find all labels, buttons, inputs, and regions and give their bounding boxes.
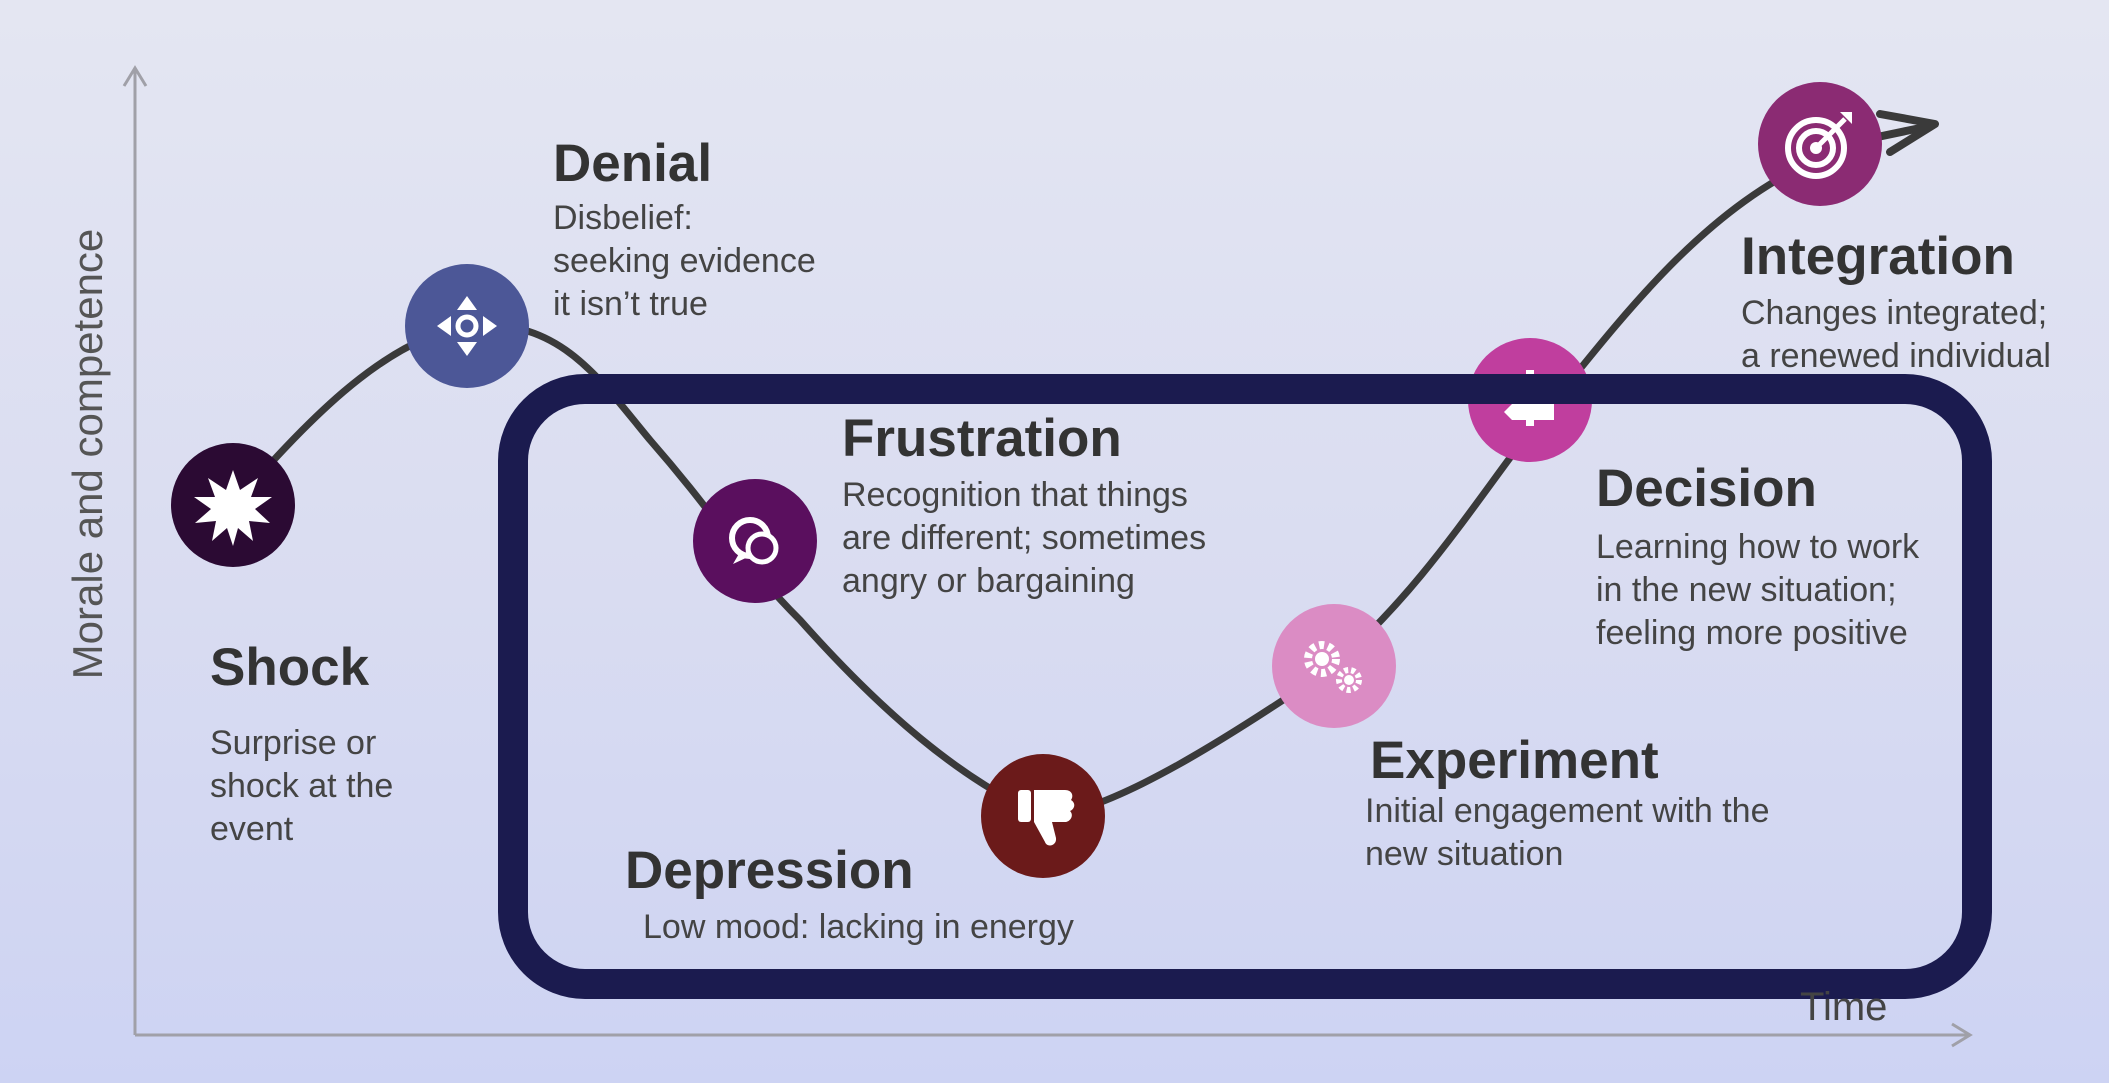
description-line: feeling more positive <box>1596 614 1908 652</box>
description-line: seeking evidence <box>553 242 816 280</box>
description-line: Recognition that things <box>842 476 1188 514</box>
stage-title-denial: Denial <box>553 134 713 193</box>
stage-description-experiment: Initial engagement with the new situatio… <box>1365 790 1769 876</box>
stage-title-decision: Decision <box>1596 459 1817 518</box>
starburst-icon <box>194 470 272 546</box>
stage-title-depression: Depression <box>625 841 914 900</box>
stage-title-experiment: Experiment <box>1370 731 1659 790</box>
description-line: it isn’t true <box>553 285 708 323</box>
stage-description-denial: Disbelief: seeking evidence it isn’t tru… <box>553 197 816 326</box>
x-axis-arrowhead <box>1951 1022 1973 1048</box>
stage-node-frustration <box>693 479 817 603</box>
description-line: a renewed individual <box>1741 337 2051 375</box>
highlight-box <box>498 374 1992 999</box>
description-line: Disbelief: <box>553 199 693 237</box>
thumbs-down-icon <box>1018 790 1075 846</box>
y-axis-label: Morale and competence <box>64 228 111 680</box>
description-line: Surprise or <box>210 724 377 762</box>
stage-title-integration: Integration <box>1741 227 2015 286</box>
description-line: Initial engagement with the <box>1365 792 1770 830</box>
description-line: Low mood: lacking in energy <box>643 908 1074 946</box>
description-line: event <box>210 810 294 848</box>
stage-node-depression <box>981 754 1105 878</box>
stage-node-integration <box>1758 82 1882 206</box>
stage-description-decision: Learning how to work in the new situatio… <box>1596 526 1919 655</box>
stage-node-shock <box>171 443 295 567</box>
stage-description-integration: Changes integrated; a renewed individual <box>1741 292 2051 378</box>
curve-arrowhead <box>1876 110 1939 156</box>
description-line: Learning how to work <box>1596 528 1920 566</box>
stage-title-shock: Shock <box>210 638 370 697</box>
description-line: in the new situation; <box>1596 571 1897 609</box>
description-line: angry or bargaining <box>842 562 1135 600</box>
move-arrows-icon <box>437 296 497 356</box>
description-line: shock at the <box>210 767 394 805</box>
stage-node-denial <box>405 264 529 388</box>
description-line: new situation <box>1365 835 1564 873</box>
gears-icon <box>1304 641 1362 693</box>
speech-bubbles-icon <box>729 517 779 565</box>
x-axis-label: Time <box>1800 985 1888 1029</box>
stage-description-frustration: Recognition that things are different; s… <box>842 474 1206 603</box>
stage-node-experiment <box>1272 604 1396 728</box>
stage-description-shock: Surprise or shock at the event <box>210 722 393 851</box>
y-axis-arrowhead <box>122 65 148 87</box>
stage-title-frustration: Frustration <box>842 409 1122 468</box>
stage-description-depression: Low mood: lacking in energy <box>643 906 1074 949</box>
target-icon <box>1785 112 1852 179</box>
description-line: Changes integrated; <box>1741 294 2048 332</box>
description-line: are different; sometimes <box>842 519 1207 557</box>
